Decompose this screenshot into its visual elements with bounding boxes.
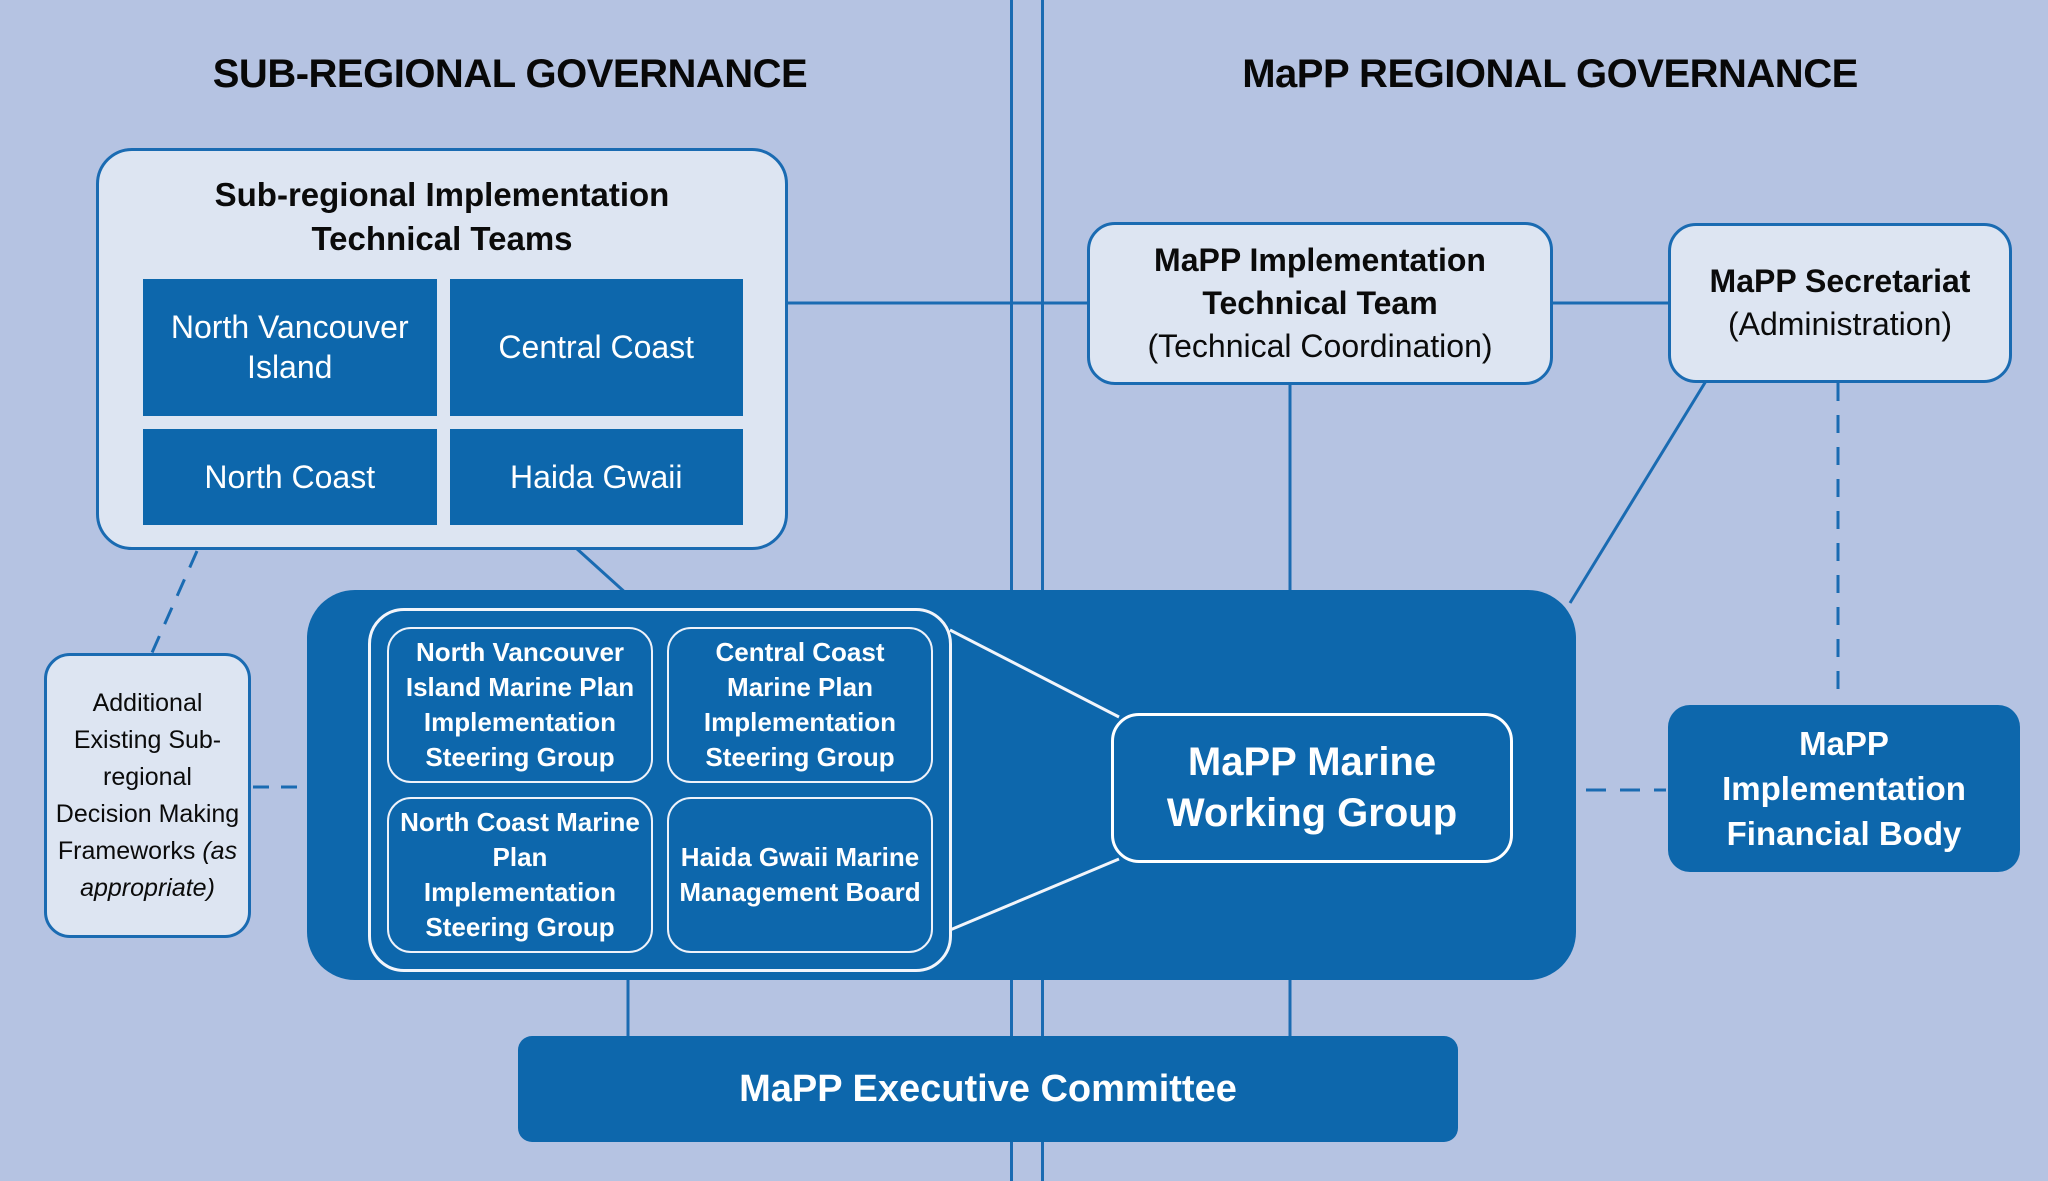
connector-secretariat-to-bigbox xyxy=(1568,380,1708,604)
funnel-lines xyxy=(949,628,1120,932)
mapp-secretariat-box: MaPP Secretariat (Administration) xyxy=(1668,223,2012,383)
team-north-vancouver-island: North Vancouver Island xyxy=(143,279,437,416)
technical-team-title: MaPP Implementation Technical Team xyxy=(1154,242,1486,321)
team-haida-gwaii: Haida Gwaii xyxy=(449,428,743,525)
connector-subregional-to-bigbox xyxy=(574,546,630,597)
additional-frameworks-italic-text: (as appropriate) xyxy=(80,836,238,902)
mapp-implementation-technical-team-box: MaPP Implementation Technical Team (Tech… xyxy=(1087,222,1553,385)
steering-group-central-coast: Central Coast Marine Plan Implementation… xyxy=(667,627,933,783)
dashed-subregional-to-additional xyxy=(149,550,199,656)
secretariat-title: MaPP Secretariat xyxy=(1709,263,1971,299)
mapp-implementation-financial-body-box: MaPP Implementation Financial Body xyxy=(1668,705,2020,872)
mapp-marine-working-group-box: MaPP Marine Working Group xyxy=(1111,713,1513,863)
steering-group-north-coast: North Coast Marine Plan Implementation S… xyxy=(387,797,653,953)
additional-frameworks-box: Additional Existing Sub-regional Decisio… xyxy=(44,653,251,938)
heading-mapp-regional-governance: MaPP REGIONAL GOVERNANCE xyxy=(1242,52,1858,96)
subregional-technical-teams-box: Sub-regional Implementation Technical Te… xyxy=(96,148,788,550)
regional-coordination-box: North Vancouver Island Marine Plan Imple… xyxy=(307,590,1576,980)
team-central-coast: Central Coast xyxy=(449,279,743,416)
mapp-executive-committee-box: MaPP Executive Committee xyxy=(518,1036,1458,1142)
additional-frameworks-main-text: Additional Existing Sub-regional Decisio… xyxy=(55,688,240,865)
steering-group-north-vancouver-island: North Vancouver Island Marine Plan Imple… xyxy=(387,627,653,783)
funnel-line-top xyxy=(949,628,1120,719)
secretariat-subtitle: (Administration) xyxy=(1727,306,1953,342)
subregional-teams-grid: North Vancouver Island Central Coast Nor… xyxy=(143,279,743,525)
additional-frameworks-text: Additional Existing Sub-regional Decisio… xyxy=(52,685,243,907)
team-north-coast: North Coast xyxy=(143,428,437,525)
steering-groups-enclosure: North Vancouver Island Marine Plan Imple… xyxy=(368,608,952,972)
subregional-technical-teams-title: Sub-regional Implementation Technical Te… xyxy=(214,176,670,257)
heading-sub-regional-governance: SUB-REGIONAL GOVERNANCE xyxy=(212,52,808,96)
funnel-line-bottom xyxy=(949,857,1120,932)
technical-team-subtitle: (Technical Coordination) xyxy=(1147,328,1493,364)
haida-gwaii-marine-management-board: Haida Gwaii Marine Management Board xyxy=(667,797,933,953)
